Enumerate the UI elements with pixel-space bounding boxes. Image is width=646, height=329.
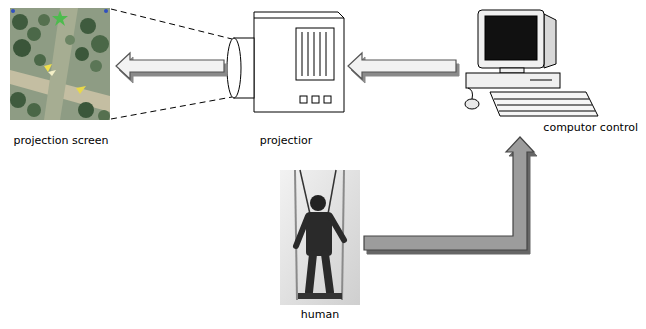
human-photo-drawing-part <box>300 170 310 214</box>
projector-drawing-part <box>254 18 344 19</box>
aerial-picture-part <box>48 70 56 76</box>
projector-drawing-part <box>308 32 309 76</box>
block-arrow <box>116 53 227 83</box>
computer-drawing-part <box>497 105 592 106</box>
aerial-picture-part <box>10 8 110 120</box>
node-label: projection screen <box>14 134 109 147</box>
computer-drawing-part <box>465 99 479 109</box>
computer-drawing-part <box>500 68 524 73</box>
computer-drawing <box>465 10 598 116</box>
projection-lines-part <box>111 97 232 119</box>
projector-drawing-part <box>302 32 303 76</box>
projector-drawing-part <box>312 96 319 103</box>
human-photo-drawing-part <box>296 216 308 246</box>
projector-drawing-part <box>296 28 334 80</box>
projector: projectior <box>226 8 346 148</box>
aerial-picture-part <box>44 8 78 120</box>
aerial-picture-part <box>27 103 41 117</box>
human-photo-drawing-part <box>298 293 342 299</box>
arrow-body <box>348 53 456 79</box>
aerial-picture-part <box>52 10 68 26</box>
block-arrow <box>364 137 537 254</box>
human-photo-drawing-part <box>325 254 330 292</box>
projector-drawing-part <box>227 38 241 98</box>
aerial-picture-part <box>38 14 50 26</box>
computer-drawing-part <box>544 14 556 68</box>
aerial-picture-part <box>80 18 96 34</box>
aerial-picture-part <box>44 64 52 72</box>
computer-drawing-part <box>490 92 598 116</box>
node-label: human <box>301 308 339 321</box>
node-label: computor control <box>543 121 638 134</box>
projector-drawing <box>227 12 344 112</box>
projection-lines <box>111 9 232 119</box>
computer-drawing-part <box>478 10 544 68</box>
projector-drawing-part <box>320 32 321 76</box>
human-photo-drawing-part <box>328 170 336 214</box>
projector-drawing-part <box>326 32 327 76</box>
aerial-picture-part <box>78 102 94 118</box>
arrow-body <box>116 53 224 79</box>
aerial-picture-part <box>90 60 102 72</box>
aerial-picture-part <box>76 86 86 94</box>
aerial-picture-part <box>13 39 31 57</box>
human-photo-drawing <box>280 170 360 305</box>
computer-drawing-part <box>499 111 595 112</box>
aerial-picture-part <box>34 54 46 66</box>
projection-screen: projection screen <box>8 8 114 148</box>
block-arrow <box>348 53 459 83</box>
human-photo-drawing-part <box>330 216 344 240</box>
aerial-picture-part <box>10 92 26 108</box>
aerial-picture-part <box>98 110 110 120</box>
computer-drawing-part <box>485 16 537 60</box>
node-label: projectior <box>260 134 313 147</box>
human-photo-drawing-part <box>309 254 313 292</box>
aerial-picture-part <box>11 9 15 13</box>
projector-drawing-part <box>314 32 315 76</box>
aerial-picture <box>10 8 110 120</box>
arrow-body <box>364 137 534 250</box>
aerial-picture-part <box>12 14 28 30</box>
computer-drawing-part <box>468 88 473 99</box>
human-photo-drawing-part <box>295 170 297 300</box>
human-photo: human <box>278 168 362 322</box>
projection-lines-part <box>111 9 232 39</box>
aerial-picture-part <box>27 27 41 41</box>
computer-drawing-part <box>530 80 552 81</box>
computer-drawing-part <box>466 73 560 88</box>
aerial-picture-part <box>75 47 89 61</box>
projector-drawing-part <box>254 12 344 112</box>
aerial-picture-part <box>65 35 75 45</box>
computer: computor control <box>458 8 640 135</box>
projector-drawing-part <box>324 96 331 103</box>
projector-drawing-part <box>300 96 307 103</box>
human-photo-drawing-part <box>310 195 326 211</box>
computer-drawing-part <box>494 99 589 100</box>
human-photo-drawing-part <box>280 170 360 305</box>
aerial-picture-part <box>104 9 108 13</box>
aerial-picture-part <box>91 35 109 53</box>
